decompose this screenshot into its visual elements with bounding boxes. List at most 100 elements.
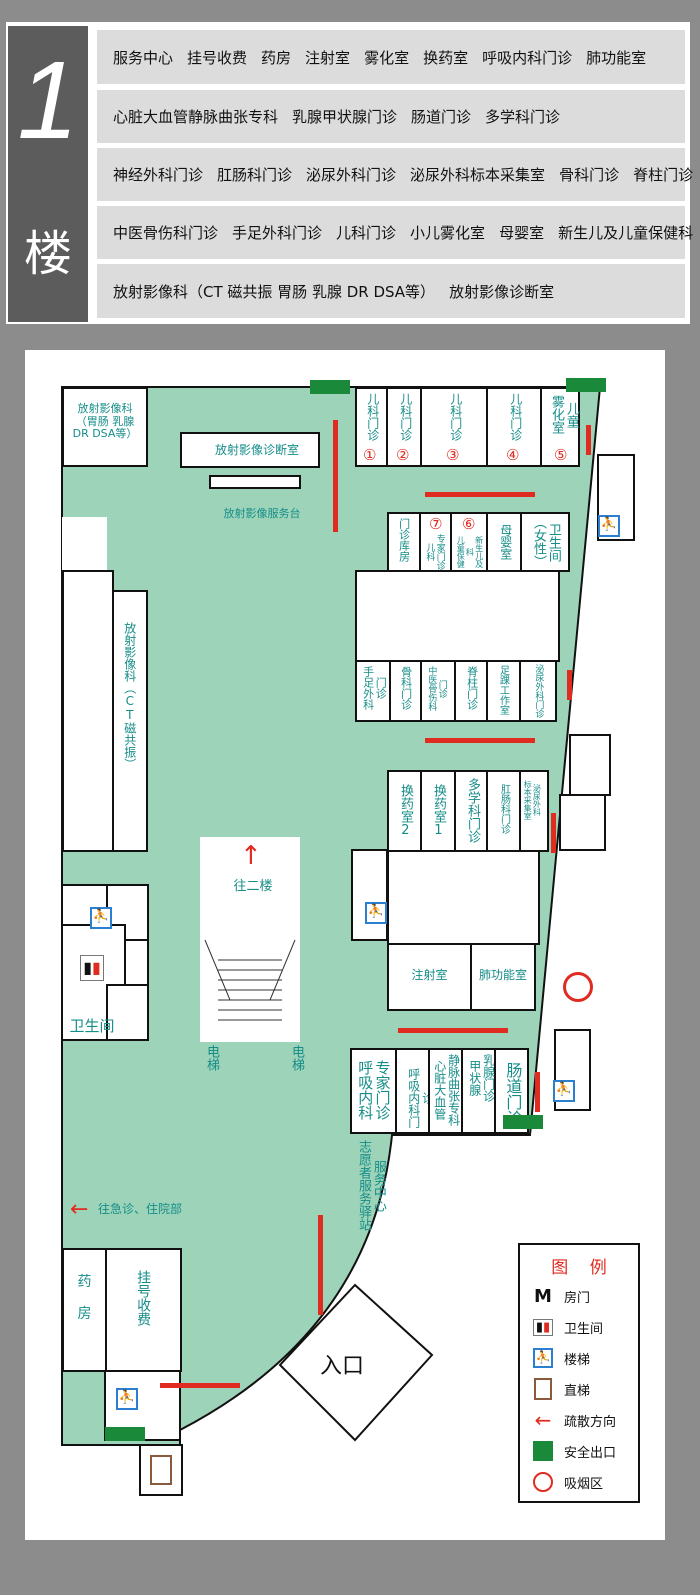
entrance-label[interactable]: 入口: [320, 1354, 365, 1379]
escalator-steps: [204, 939, 296, 1021]
directory-row-4: 中医骨伤科门诊手足外科门诊儿科门诊小儿雾化室母婴室新生儿及儿童保健科: [97, 206, 693, 259]
door-icon: M: [534, 1285, 552, 1307]
radiology-white-gap: [62, 517, 107, 570]
room-label: 放射影像科 （胃肠 乳腺 DR DSA等）: [72, 402, 138, 441]
restroom-blocks: [61, 884, 149, 1041]
directory-row-1: 服务中心挂号收费药房注射室雾化室换药室呼吸内科门诊肺功能室: [97, 30, 685, 84]
directory-entry: 呼吸内科门诊: [482, 48, 573, 67]
room-registration: 挂号收费: [105, 1248, 182, 1372]
evacuation-arrow: [535, 1072, 540, 1112]
exit-icon: [503, 1115, 543, 1129]
legend-label: 直梯: [564, 1383, 591, 1399]
evacuation-arrow: [567, 670, 572, 700]
room-hand-foot: 手足外科 门诊: [355, 660, 391, 722]
floor-number: 1: [17, 39, 79, 162]
room-urology: 泌尿外科门诊: [519, 660, 557, 722]
floor-indicator: 1 楼: [8, 26, 88, 322]
room-label: 呼吸内科 专家门诊: [356, 1060, 392, 1120]
legend-item: 直梯: [532, 1378, 590, 1400]
room-label: 多学科门诊: [464, 778, 480, 843]
elevator-label-left: 电梯: [203, 1045, 219, 1071]
room-radiology-ct: 放射影像科（CT磁共振）: [112, 590, 148, 852]
room-label: 肠道门诊: [503, 1062, 523, 1126]
evacuation-arrow: [318, 1215, 323, 1315]
directory-entry: 新生儿及儿童保健科: [558, 224, 694, 242]
directory-entry: 心脏大血管静脉曲张专科: [113, 108, 279, 126]
legend-item: ⛹楼梯: [532, 1347, 590, 1369]
directory-entry: 母婴室: [499, 224, 545, 242]
room-anorectal: 肛肠科门诊: [486, 770, 521, 852]
directory-row-5: 放射影像科（CT 磁共振 胃肠 乳腺 DR DSA等）放射影像诊断室: [97, 264, 685, 318]
stairs-icon: ⛹: [116, 1388, 138, 1410]
directory-entry: 肺功能室: [586, 48, 647, 67]
room-label: 足踝工作室: [497, 665, 509, 715]
exit-icon: [566, 378, 606, 392]
exit-icon: [105, 1427, 145, 1441]
room-radiology-ct-left: [62, 570, 114, 852]
room-label: 儿科门诊: [508, 393, 523, 441]
room-label: 放射影像诊断室: [214, 443, 299, 457]
room-label: 药 房: [77, 1274, 92, 1323]
directory-entry: 肛肠科门诊: [217, 166, 293, 184]
evacuation-arrow: [160, 1383, 240, 1388]
room-radiology-diagnosis: 放射影像诊断室: [180, 432, 320, 468]
directory-entry: 脊柱门诊: [633, 166, 694, 184]
directory-entry: 服务中心: [113, 48, 174, 67]
room-mother-baby: 母婴室: [486, 512, 522, 572]
legend-item: ←疏散方向: [532, 1408, 616, 1432]
exit-icon: [532, 1440, 554, 1462]
floor-char: 楼: [23, 226, 72, 282]
legend-label: 房门: [564, 1290, 591, 1306]
room-injection: 注射室: [387, 943, 472, 1011]
room-number: ⑤: [554, 446, 568, 464]
directory-entry: 雾化室: [364, 48, 410, 67]
room-label: 泌尿外科门诊: [533, 664, 544, 718]
room-label: 雾化室 儿童: [548, 395, 579, 434]
directory-entry: 泌尿外科门诊: [306, 166, 397, 184]
escalator-area: [200, 837, 300, 1042]
legend-label: 安全出口: [564, 1445, 617, 1461]
stairs-icon: ⛹: [598, 515, 620, 537]
room-resp: 呼吸内科门诊: [395, 1048, 435, 1134]
room-mdt: 多学科门诊: [454, 770, 488, 852]
smoking-area-icon: [532, 1471, 554, 1493]
directory-entry: 注射室: [305, 48, 351, 67]
evacuation-arrow: [398, 1028, 508, 1033]
evacuation-arrow: [586, 425, 591, 455]
room-label: 儿科门诊: [398, 393, 413, 441]
directory-entry: 中医骨伤科门诊: [113, 224, 219, 242]
legend-label: 楼梯: [564, 1352, 591, 1368]
room-label: 换药室1: [430, 784, 446, 838]
directory-entry: 肠道门诊: [411, 108, 472, 126]
room-radiology-gi: 放射影像科 （胃肠 乳腺 DR DSA等）: [62, 387, 148, 467]
room-spine: 脊柱门诊: [454, 660, 488, 722]
room-number: ④: [506, 446, 520, 464]
room-label: 肛肠科门诊: [498, 784, 510, 834]
directory-entry: 换药室: [423, 48, 469, 67]
directory-row-3: 神经外科门诊肛肠科门诊泌尿外科门诊泌尿外科标本采集室骨科门诊脊柱门诊: [97, 148, 693, 201]
room-label: （女性） 卫生间: [530, 516, 561, 568]
directory-entry: 乳腺甲状腺门诊: [292, 108, 398, 126]
room-label: 儿童保健科 新生儿及: [456, 536, 484, 568]
stairs-icon: ⛹: [90, 907, 112, 929]
legend-title: 图 例: [551, 1258, 607, 1278]
elevator-icon: [150, 1455, 172, 1485]
directory-entry: 骨科门诊: [559, 166, 620, 184]
room-number: ①: [363, 446, 377, 464]
room-women-restroom: （女性） 卫生间: [520, 512, 570, 572]
room-resp-expert: 呼吸内科 专家门诊: [350, 1048, 397, 1134]
legend-label: 吸烟区: [564, 1476, 604, 1492]
legend-item: 安全出口: [532, 1440, 616, 1462]
directory-entry: 儿科门诊: [336, 224, 397, 242]
room-lung-function: 肺功能室: [470, 943, 536, 1011]
restroom-label: 卫生间: [69, 1017, 115, 1035]
directory-row-2: 心脏大血管静脉曲张专科乳腺甲状腺门诊肠道门诊多学科门诊: [97, 90, 685, 143]
room-block-middle: [355, 570, 560, 662]
service-center-label: 志愿者服务驿站 服务中心: [355, 1140, 386, 1231]
room-label: 儿科门诊: [365, 393, 380, 441]
room-label: 中医骨伤科 门诊: [426, 666, 447, 711]
